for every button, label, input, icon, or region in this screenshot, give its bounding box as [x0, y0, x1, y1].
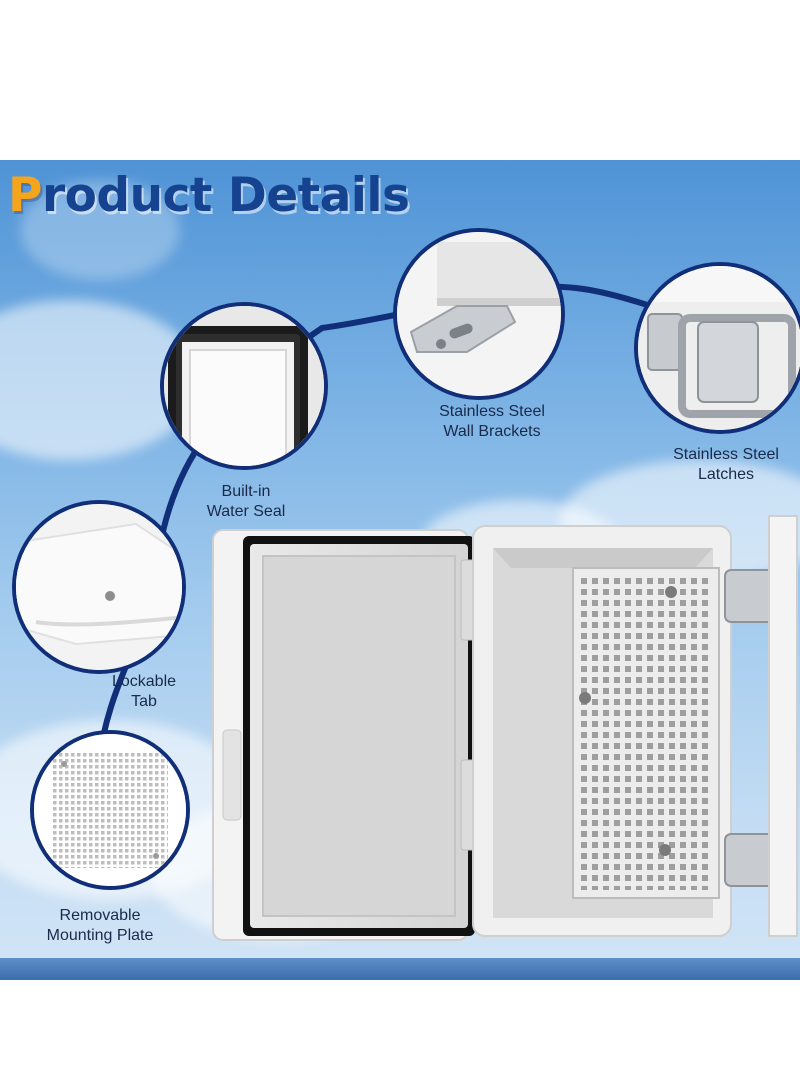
water-seal-circle — [160, 302, 328, 470]
title-text: roduct Details — [41, 168, 410, 223]
page-title: Product Details — [8, 166, 410, 226]
label-line1: Built-in — [221, 483, 271, 500]
water-seal-icon — [164, 306, 324, 466]
mounting-plate-icon — [34, 734, 186, 886]
label-wall-brackets: Stainless Steel Wall Brackets — [414, 402, 570, 442]
wall-bracket-circle — [393, 228, 565, 400]
label-line2: Mounting Plate — [46, 927, 154, 944]
label-line1: Stainless Steel — [673, 446, 779, 463]
title-initial: P — [8, 168, 42, 223]
label-line2: Latches — [697, 466, 755, 483]
latch-icon — [638, 266, 800, 430]
label-water-seal: Built-in Water Seal — [186, 482, 306, 522]
label-line1: Lockable — [111, 673, 177, 690]
label-line2: Wall Brackets — [443, 423, 541, 440]
cloud — [20, 180, 180, 280]
lockable-tab-icon — [16, 504, 182, 670]
wall-bracket-icon — [397, 232, 561, 396]
label-line2: Water Seal — [206, 503, 286, 520]
label-lockable-tab: Lockable Tab — [88, 672, 200, 712]
bottom-stripe — [0, 958, 800, 980]
label-line2: Tab — [131, 693, 157, 710]
label-line1: Stainless Steel — [439, 403, 545, 420]
label-mounting-plate: Removable Mounting Plate — [20, 906, 180, 946]
latch-circle — [634, 262, 800, 434]
label-latches: Stainless Steel Latches — [648, 445, 800, 485]
enclosure-box-illustration — [212, 515, 798, 941]
label-line1: Removable — [59, 907, 141, 924]
lockable-tab-circle — [12, 500, 186, 674]
mounting-plate-circle — [30, 730, 190, 890]
